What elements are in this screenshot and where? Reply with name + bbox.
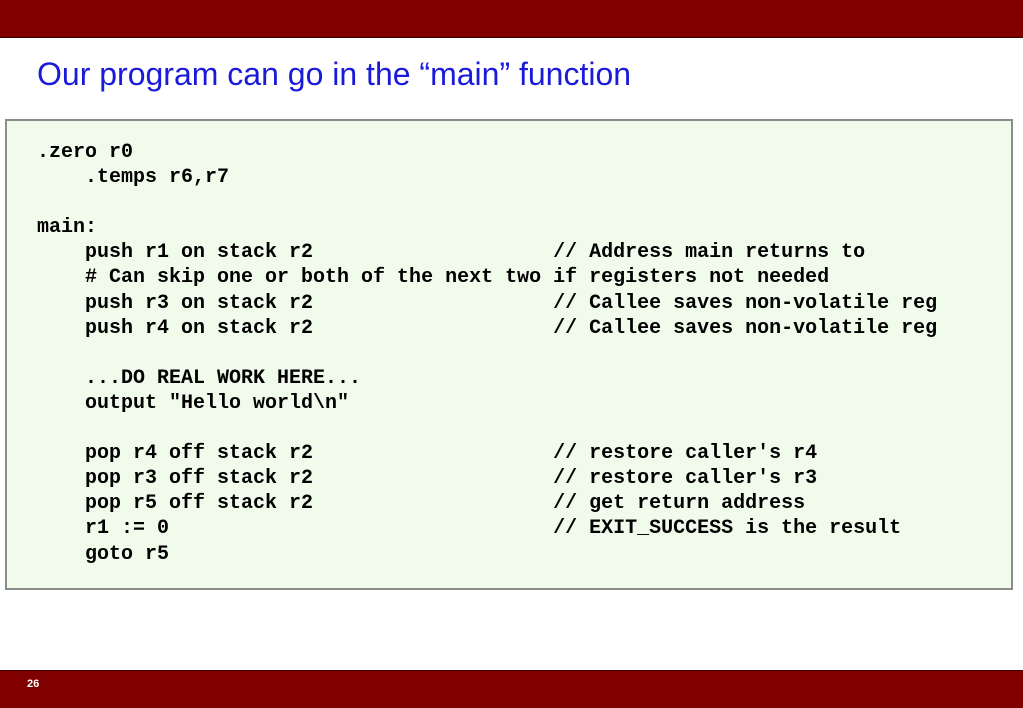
code-line: .zero r0 bbox=[37, 141, 134, 164]
code-line: push r1 on stack r2 // Address main retu… bbox=[37, 241, 866, 265]
code-line: output "Hello world\n" bbox=[37, 391, 350, 415]
code-line: pop r4 off stack r2 // restore caller's … bbox=[37, 442, 818, 466]
code-line: goto r5 bbox=[37, 542, 170, 566]
code-line: push r4 on stack r2 // Callee saves non-… bbox=[37, 316, 938, 340]
top-bar bbox=[0, 0, 1023, 38]
code-line bbox=[37, 416, 937, 441]
slide-number: 26 bbox=[27, 678, 40, 690]
code-line bbox=[37, 341, 937, 366]
code-line: .temps r6,r7 bbox=[37, 166, 230, 190]
slide-title: Our program can go in the “main” functio… bbox=[37, 56, 632, 92]
code-line: pop r3 off stack r2 // restore caller's … bbox=[37, 467, 818, 491]
code-line: ...DO REAL WORK HERE... bbox=[37, 366, 362, 390]
code-line: # Can skip one or both of the next two i… bbox=[37, 266, 830, 290]
code-line: pop r5 off stack r2 // get return addres… bbox=[37, 492, 806, 516]
code-line: push r3 on stack r2 // Callee saves non-… bbox=[37, 291, 938, 315]
bottom-bar: 26 bbox=[0, 670, 1023, 708]
code-line bbox=[37, 190, 937, 215]
code-line: main: bbox=[37, 216, 98, 240]
code-block: .zero r0 .temps r6,r7 main: push r1 on st… bbox=[37, 140, 937, 567]
code-box: .zero r0 .temps r6,r7 main: push r1 on st… bbox=[5, 119, 1013, 590]
code-line: r1 := 0 // EXIT_SUCCESS is the result bbox=[37, 517, 902, 541]
